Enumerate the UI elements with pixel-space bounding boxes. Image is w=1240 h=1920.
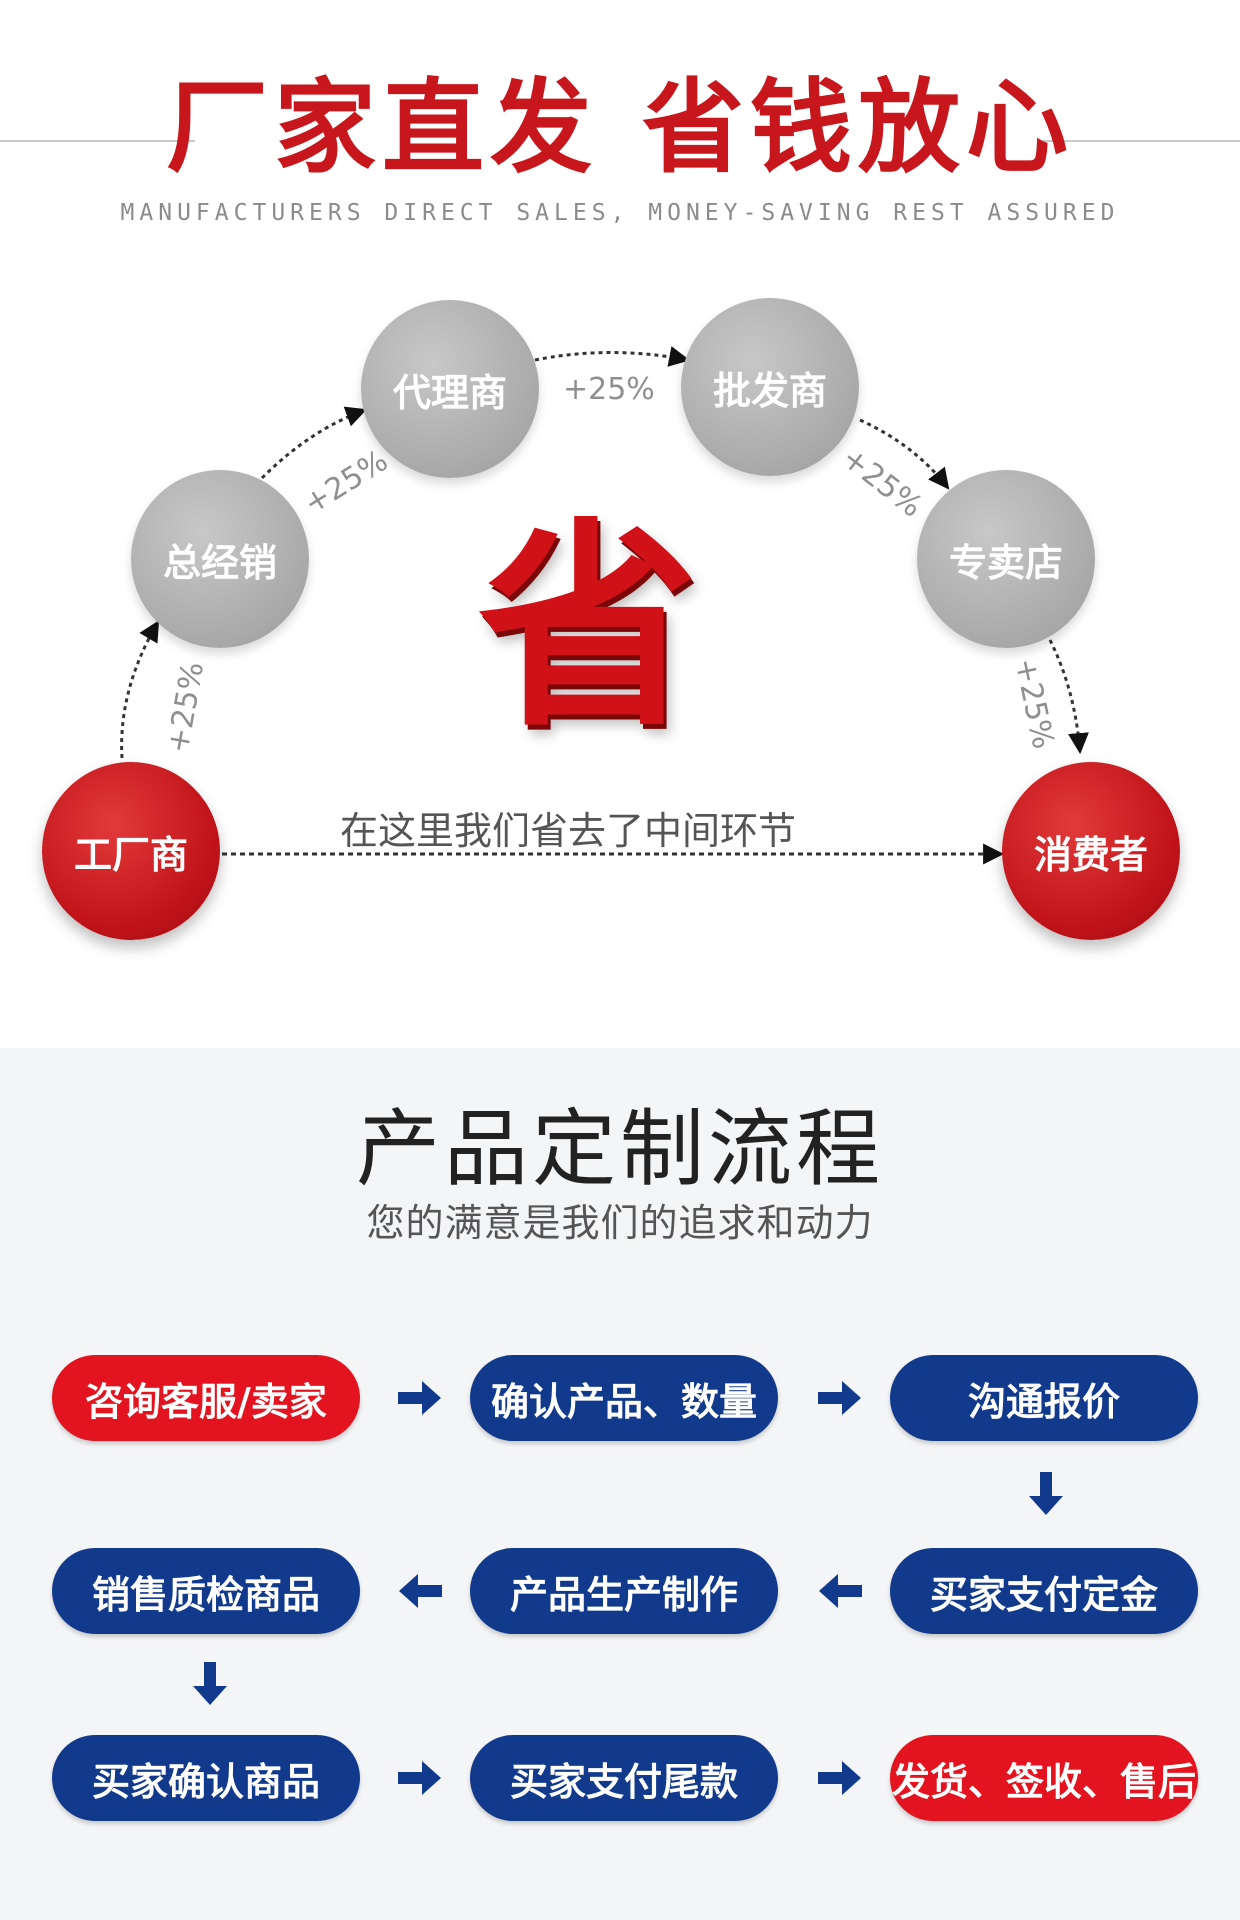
- node-wholesaler-label: 批发商: [712, 368, 827, 413]
- node-factory-label: 工厂商: [73, 832, 188, 877]
- process-subtitle: 您的满意是我们的追求和动力: [366, 1201, 874, 1245]
- arrow-right-icon: [398, 1761, 441, 1795]
- node-agent-label: 代理商: [392, 370, 507, 415]
- direct-sales-section: 厂家直发省钱放心 MANUFACTURERS DIRECT SALES, MON…: [0, 77, 1240, 940]
- node-consumer-label: 消费者: [1033, 832, 1148, 877]
- hero-title-right: 省钱放心: [642, 69, 1074, 188]
- process-title: 产品定制流程: [355, 1100, 884, 1198]
- step-quote: 沟通报价: [890, 1355, 1198, 1441]
- node-general-distributor: 总经销: [131, 470, 309, 648]
- arrow-wholesaler-to-store: [859, 418, 950, 490]
- hero-subtitle: MANUFACTURERS DIRECT SALES, MONEY-SAVING…: [120, 200, 1120, 226]
- step-confirm-product: 确认产品、数量: [470, 1355, 778, 1441]
- step-delivery: 发货、签收、售后: [890, 1735, 1198, 1821]
- arrow-right-icon: [818, 1761, 861, 1795]
- arrow-general-to-agent: [260, 406, 367, 480]
- saving-caption: 在这里我们省去了中间环节: [340, 809, 797, 853]
- step-production: 产品生产制作: [470, 1548, 778, 1634]
- node-store-label: 专卖店: [948, 540, 1063, 585]
- markup-label: +25%: [563, 372, 655, 407]
- step-consult-seller: 咨询客服/卖家: [52, 1355, 360, 1441]
- node-factory: 工厂商: [42, 762, 220, 940]
- arrow-store-to-consumer: [1048, 639, 1089, 755]
- title-divider-left: [0, 140, 195, 142]
- arrow-right-icon: [398, 1381, 441, 1415]
- arrow-left-icon: [399, 1574, 442, 1608]
- step-quality-check: 销售质检商品: [52, 1548, 360, 1634]
- arrow-agent-to-wholesaler: [534, 346, 691, 367]
- arrow-down-icon: [193, 1662, 227, 1705]
- chain-arrows: [120, 346, 1089, 865]
- hero-title-left: 厂家直发: [166, 69, 598, 188]
- save-character: 省: [478, 500, 699, 756]
- title-divider-right: [1040, 140, 1240, 142]
- node-consumer: 消费者: [1002, 762, 1180, 940]
- step-buyer-confirm: 买家确认商品: [52, 1735, 360, 1821]
- arrow-right-icon: [818, 1381, 861, 1415]
- arrow-factory-to-general: [120, 620, 160, 759]
- node-general-distributor-label: 总经销: [162, 540, 277, 585]
- arrow-left-icon: [819, 1574, 862, 1608]
- arrow-down-icon: [1029, 1472, 1063, 1515]
- hero-title: 厂家直发省钱放心: [0, 78, 1240, 180]
- step-pay-deposit: 买家支付定金: [890, 1548, 1198, 1634]
- node-store: 专卖店: [917, 470, 1095, 648]
- step-pay-balance: 买家支付尾款: [470, 1735, 778, 1821]
- node-agent: 代理商: [361, 300, 539, 478]
- node-wholesaler: 批发商: [681, 298, 859, 476]
